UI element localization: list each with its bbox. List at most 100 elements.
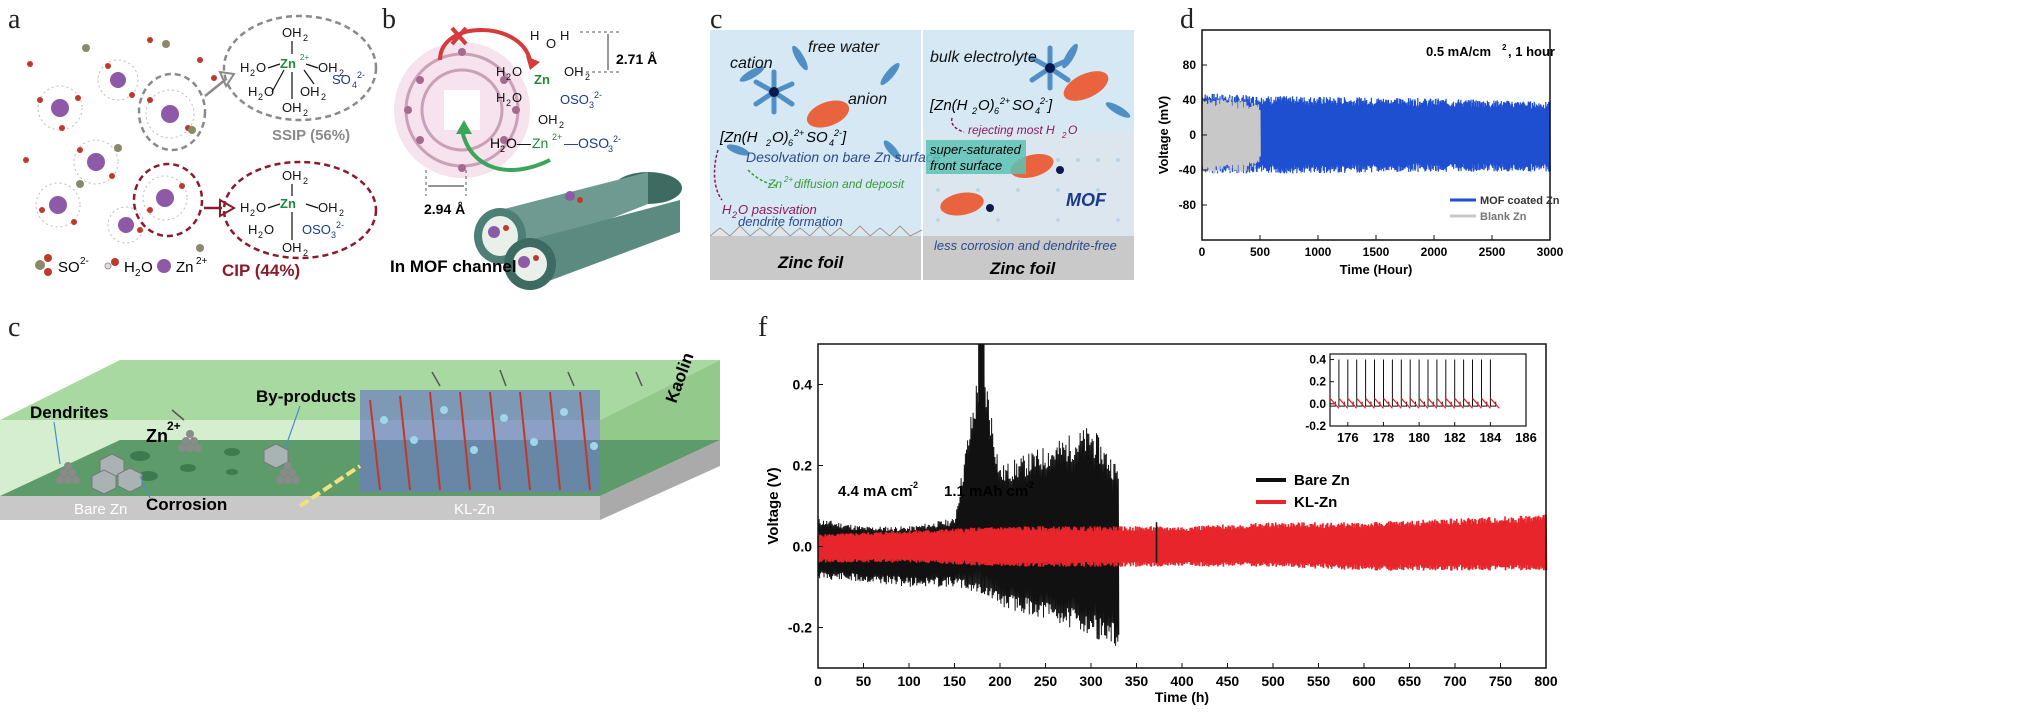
svg-text:]: ] [840,129,847,146]
svg-text:2: 2 [339,208,344,218]
panel-c-top: c [708,0,1148,300]
svg-text:O: O [1068,123,1077,137]
x-tick-label-f: 600 [1352,673,1376,689]
svg-text:OSO: OSO [302,222,331,237]
svg-text:H: H [124,259,135,276]
condition-current-f: 4.4 mA cm [838,483,912,500]
series-kl-zn [817,514,1548,571]
x-tick-label-f: 550 [1307,673,1331,689]
super-saturated-label: super-saturated [930,142,1022,157]
kl-zn-label: KL-Zn [454,501,495,518]
x-tick-label-d: 2000 [1421,245,1448,259]
svg-text:2-: 2- [594,90,602,100]
x-tick-label-f: 150 [943,673,967,689]
panel-e-label: c [8,312,21,343]
ssip-label: SSIP (56%) [272,127,350,144]
svg-text:2: 2 [258,230,263,240]
svg-text:H: H [240,60,249,75]
byproducts-label: By-products [256,387,356,406]
svg-text:SO: SO [58,259,80,276]
legend-label-blank: Blank Zn [1480,211,1527,223]
mof-label: MOF [1066,190,1107,210]
svg-text:Zn: Zn [280,56,296,71]
svg-text:—OSO: —OSO [564,135,609,151]
y-tick-label-f: 0.2 [793,458,813,474]
svg-text:O: O [256,200,266,215]
svg-text:2: 2 [250,68,255,78]
svg-text:6: 6 [994,106,999,116]
svg-text:2: 2 [321,92,326,102]
svg-text:3: 3 [608,144,613,154]
svg-text:2: 2 [731,210,737,220]
svg-text:2: 2 [971,106,977,116]
svg-text:OH: OH [282,25,302,40]
svg-text:OSO: OSO [560,92,589,107]
svg-text:O: O [264,222,274,237]
svg-text:2: 2 [303,248,308,258]
condition-current-sup: -2 [910,480,918,490]
x-tick-label-f: 50 [856,673,872,689]
svg-text:H: H [248,222,257,237]
svg-text:O: O [546,36,556,51]
y-tick-label-d: 40 [1183,93,1197,107]
svg-text:rejecting most H: rejecting most H [968,123,1055,137]
svg-text:H: H [490,135,500,151]
zinc-foil-right: Zinc foil [989,259,1056,278]
byproduct-hexagons [91,443,289,495]
series-blank-zn [1201,97,1261,174]
y-tick-label-f: 0.0 [793,539,813,555]
dendrite-piles [56,430,300,484]
svg-text:Zn: Zn [532,135,548,151]
kaolin-layers [360,390,600,492]
y-tick-label-d: 80 [1183,58,1197,72]
x-tick-label-f: 200 [988,673,1012,689]
distance-294: 2.94 Å [424,201,465,217]
svg-text:OH: OH [282,100,302,115]
mof-framework [394,42,530,178]
panel-e: c [0,300,730,714]
inset-x-tick-label: 186 [1515,430,1537,445]
inset-y-tick-label: 0.0 [1309,397,1326,411]
svg-text:H: H [248,84,257,99]
svg-text:2-: 2- [336,220,344,230]
svg-text:2+: 2+ [999,96,1010,106]
x-tick-label-f: 800 [1534,673,1558,689]
svg-text:2: 2 [258,92,263,102]
svg-text:3: 3 [589,100,594,110]
x-tick-label-f: 100 [897,673,921,689]
svg-text:2: 2 [559,120,564,130]
svg-text:2: 2 [135,268,141,279]
water-molecules [726,43,1131,160]
inset-y-tick-label: 0.4 [1309,353,1326,367]
front-surface-label: front surface [930,158,1002,173]
svg-text:2-: 2- [80,256,89,267]
svg-text:O: O [264,84,274,99]
y-axis-label-f: Voltage (V) [765,467,782,544]
x-tick-label-d: 3000 [1537,245,1564,259]
inset-x-tick-label: 178 [1373,430,1395,445]
condition-capacity-sup: -2 [1026,480,1034,490]
mof-channel [474,172,682,290]
svg-text:2-: 2- [357,70,365,80]
svg-text:OH: OH [282,240,302,255]
x-tick-label-f: 500 [1261,673,1285,689]
svg-text:SO: SO [332,72,351,87]
svg-text:[Zn(H: [Zn(H [719,129,758,146]
svg-text:Zn: Zn [176,259,194,276]
y-tick-label-f: 0.4 [793,377,813,393]
svg-text:Zn: Zn [534,72,550,87]
svg-text:O: O [256,60,266,75]
svg-text:2: 2 [303,108,308,118]
x-tick-label-f: 450 [1216,673,1240,689]
svg-text:6: 6 [788,138,793,148]
svg-text:2+: 2+ [196,256,208,267]
svg-text:3: 3 [331,230,336,240]
panel-a-label: a [8,4,21,35]
x-tick-label-f: 300 [1079,673,1103,689]
svg-text:4: 4 [829,138,834,148]
